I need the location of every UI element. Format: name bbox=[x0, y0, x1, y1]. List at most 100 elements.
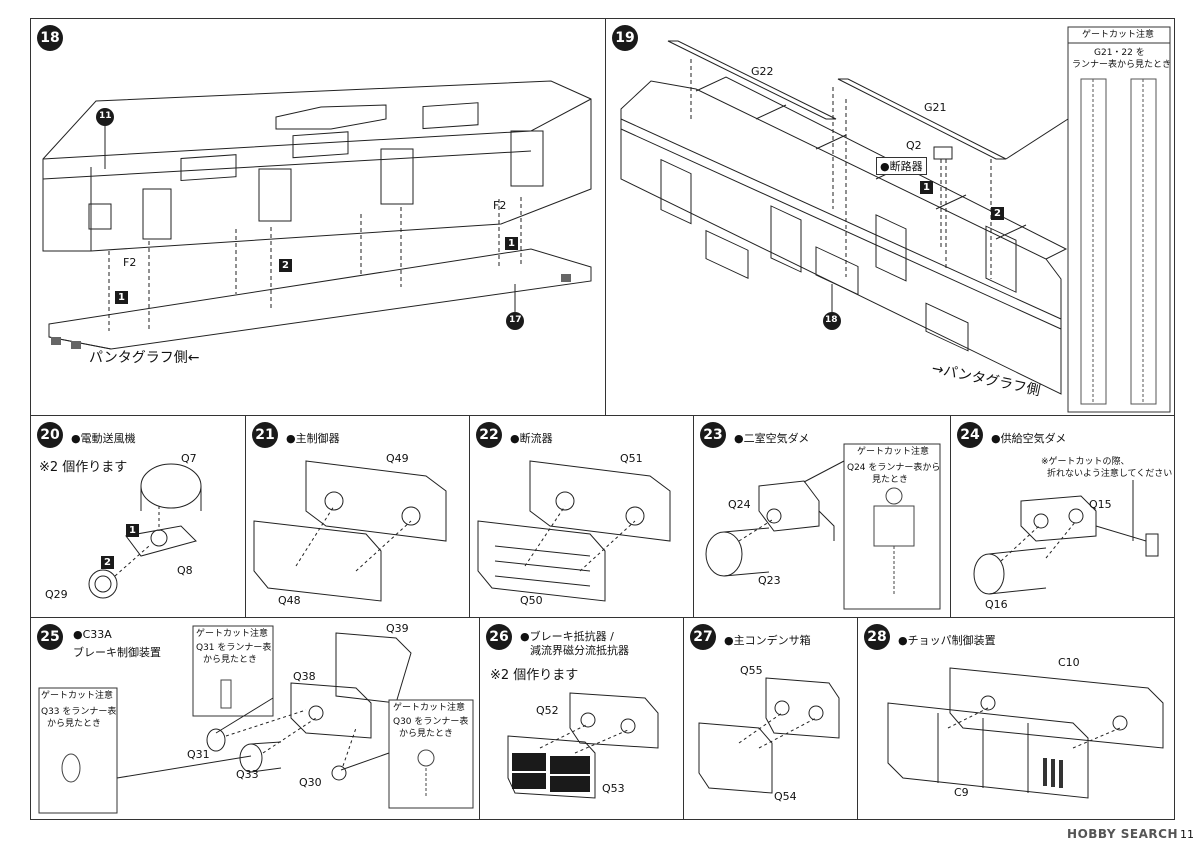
step-number-21: 21 bbox=[252, 422, 278, 448]
step-number-28: 28 bbox=[864, 624, 890, 650]
step-26-panel: 26 ●ブレーキ抵抗器 / 減流界磁分流抵抗器 ※2 個作ります Q52 Q53 bbox=[479, 617, 684, 820]
ref-18-label: 18 bbox=[825, 315, 838, 325]
part-q30: Q30 bbox=[299, 776, 322, 789]
blower-illustration bbox=[88, 463, 202, 599]
part-q55: Q55 bbox=[740, 664, 763, 677]
step-25-title-2: ブレーキ制御装置 bbox=[73, 646, 161, 659]
step-27-title: ●主コンデンサ箱 bbox=[724, 634, 811, 647]
part-g22: G22 bbox=[751, 65, 774, 78]
step-19-panel: 19 bbox=[605, 18, 1175, 416]
step-22-panel: 22 ●断流器 Q51 Q50 bbox=[469, 415, 694, 618]
step-26-title-1: ●ブレーキ抵抗器 / bbox=[520, 630, 614, 643]
part-q7: Q7 bbox=[181, 452, 197, 465]
air-reservoir-illustration bbox=[705, 443, 941, 610]
part-g21: G21 bbox=[924, 101, 947, 114]
step-25-panel: 25 ●C33A ブレーキ制御装置 Q39 Q38 bbox=[30, 617, 480, 820]
part-q49: Q49 bbox=[386, 452, 409, 465]
capacitor-box-illustration bbox=[698, 677, 840, 794]
step-number-27: 27 bbox=[690, 624, 716, 650]
step-26-note: ※2 個作ります bbox=[490, 668, 579, 683]
part-c9: C9 bbox=[954, 786, 969, 799]
step-18-panel: 18 bbox=[30, 18, 606, 416]
seq-2: 2 bbox=[279, 259, 292, 272]
gate-cut-b-line1: Q33 をランナー表 bbox=[41, 707, 117, 717]
part-q15: Q15 bbox=[1089, 498, 1112, 511]
step-number-20: 20 bbox=[37, 422, 63, 448]
gate-cut-a-line1: Q31 をランナー表 bbox=[196, 643, 272, 653]
step-21-title: ●主制御器 bbox=[286, 432, 340, 445]
watermark: HOBBY SEARCH bbox=[1067, 827, 1178, 841]
car-interior-assembly-illustration bbox=[620, 26, 1171, 413]
gate-cut-line2: 見たとき bbox=[872, 475, 909, 485]
step-number-23: 23 bbox=[700, 422, 726, 448]
part-q39: Q39 bbox=[386, 622, 409, 635]
part-q16: Q16 bbox=[985, 598, 1008, 611]
breaker-callout: ●断路器 bbox=[876, 157, 927, 175]
gate-cut-line2: ランナー表から見たとき bbox=[1072, 60, 1172, 70]
ref-17-label: 17 bbox=[509, 315, 522, 325]
part-q54: Q54 bbox=[774, 790, 797, 803]
gate-cut-b-heading: ゲートカット注意 bbox=[41, 691, 114, 701]
part-q52: Q52 bbox=[536, 704, 559, 717]
gate-cut-b-line2: から見たとき bbox=[47, 719, 102, 729]
step-25-title-1: ●C33A bbox=[73, 628, 112, 641]
part-q50: Q50 bbox=[520, 594, 543, 607]
step-26-title-2: 減流界磁分流抵抗器 bbox=[530, 644, 629, 657]
chopper-control-illustration bbox=[887, 667, 1164, 799]
step-20-note: ※2 個作ります bbox=[39, 460, 128, 475]
step-28-title: ●チョッパ制御装置 bbox=[898, 634, 996, 647]
supply-reservoir-illustration bbox=[973, 480, 1159, 595]
gate-cut-heading: ゲートカット注意 bbox=[1082, 30, 1155, 40]
step-23-panel: 23 ●二室空気ダメ Q24 Q23 ゲートカット注意 Q24 をランナー表から… bbox=[693, 415, 951, 618]
seq-2: 2 bbox=[991, 207, 1004, 220]
part-q48: Q48 bbox=[278, 594, 301, 607]
step-24-note-2: 折れないよう注意してください bbox=[1047, 469, 1173, 479]
brake-control-illustration bbox=[38, 625, 474, 814]
part-q23: Q23 bbox=[758, 574, 781, 587]
ref-11-label: 11 bbox=[99, 111, 112, 121]
part-q2: Q2 bbox=[906, 139, 922, 152]
step-number-19: 19 bbox=[612, 25, 638, 51]
page-number: 11 bbox=[1180, 828, 1194, 841]
step-number-18: 18 bbox=[37, 25, 63, 51]
gate-cut-line1: Q24 をランナー表から bbox=[847, 463, 941, 473]
part-q29: Q29 bbox=[45, 588, 68, 601]
pantograph-side-label: パンタグラフ側← bbox=[89, 350, 200, 366]
gate-cut-c-line1: Q30 をランナー表 bbox=[393, 717, 469, 727]
part-q33: Q33 bbox=[236, 768, 259, 781]
part-q31: Q31 bbox=[187, 748, 210, 761]
step-number-24: 24 bbox=[957, 422, 983, 448]
gate-cut-a-line2: から見たとき bbox=[203, 655, 258, 665]
breaker-unit-illustration bbox=[477, 460, 671, 602]
step-24-title: ●供給空気ダメ bbox=[991, 432, 1067, 445]
car-body-assembly-illustration bbox=[42, 80, 592, 350]
step-22-title: ●断流器 bbox=[510, 432, 553, 445]
part-q38: Q38 bbox=[293, 670, 316, 683]
part-q51: Q51 bbox=[620, 452, 643, 465]
gate-cut-a-heading: ゲートカット注意 bbox=[196, 629, 269, 639]
step-number-22: 22 bbox=[476, 422, 502, 448]
step-27-panel: 27 ●主コンデンサ箱 Q55 Q54 bbox=[683, 617, 858, 820]
step-21-panel: 21 ●主制御器 Q49 Q48 bbox=[245, 415, 470, 618]
part-q53: Q53 bbox=[602, 782, 625, 795]
part-f2-right: F2 bbox=[493, 199, 507, 212]
part-q8: Q8 bbox=[177, 564, 193, 577]
seq-1-right: 1 bbox=[505, 237, 518, 250]
seq-1: 1 bbox=[920, 181, 933, 194]
step-24-panel: 24 ●供給空気ダメ ※ゲートカットの際、 折れないよう注意してください Q15… bbox=[950, 415, 1175, 618]
gate-cut-c-heading: ゲートカット注意 bbox=[393, 703, 466, 713]
step-24-note-1: ※ゲートカットの際、 bbox=[1041, 457, 1130, 467]
seq-1: 1 bbox=[126, 524, 139, 537]
gate-cut-line1: G21・22 を bbox=[1094, 48, 1145, 58]
step-number-25: 25 bbox=[37, 624, 63, 650]
step-number-26: 26 bbox=[486, 624, 512, 650]
gate-cut-heading: ゲートカット注意 bbox=[857, 447, 930, 457]
gate-cut-c-line2: から見たとき bbox=[399, 729, 454, 739]
seq-1-left: 1 bbox=[115, 291, 128, 304]
step-20-panel: 20 ●電動送風機 ※2 個作ります Q7 Q8 Q29 1 2 bbox=[30, 415, 246, 618]
part-f2-left: F2 bbox=[123, 256, 137, 269]
part-q24: Q24 bbox=[728, 498, 751, 511]
main-controller-illustration bbox=[253, 460, 447, 602]
brake-resistor-illustration bbox=[507, 692, 659, 799]
step-28-panel: 28 ●チョッパ制御装置 C10 C9 bbox=[857, 617, 1175, 820]
